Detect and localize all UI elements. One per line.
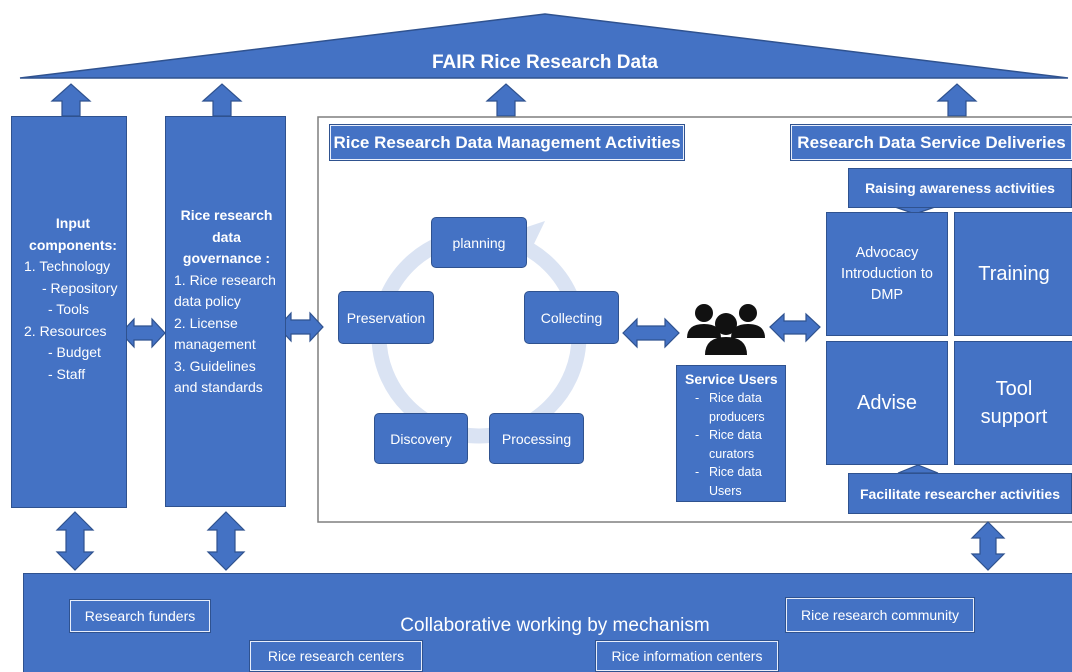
double-arrow-icon: [120, 317, 166, 349]
governance-item: 3. Guidelines and standards: [174, 357, 263, 396]
tile-advocacy: Advocacy Introduction to DMP: [826, 212, 948, 336]
service-user-item: Rice data producers: [695, 389, 781, 426]
cycle-step-preservation: Preservation: [338, 291, 434, 344]
governance-title: Rice research data governance :: [180, 207, 273, 266]
users-group-icon: [687, 304, 765, 355]
service-user-item: Rice data Users: [695, 463, 781, 500]
governance-item: 1. Rice research data policy: [174, 271, 276, 310]
vertical-double-arrow-icon: [206, 511, 246, 571]
double-arrow-icon: [622, 317, 680, 349]
collab-research-funders: Research funders: [69, 599, 211, 633]
input-components-column: Input components: 1. Technology - Reposi…: [11, 116, 127, 508]
input-item: 2. Resources: [24, 322, 107, 339]
input-item: - Budget: [48, 344, 101, 360]
up-arrow-icon: [50, 83, 92, 117]
cycle-step-processing: Processing: [489, 413, 584, 464]
tile-training: Training: [954, 212, 1072, 336]
input-item: - Staff: [48, 365, 86, 382]
raising-awareness-label: Raising awareness activities: [848, 168, 1072, 208]
collab-rice-research-community: Rice research community: [785, 597, 975, 633]
service-user-item: Rice data curators: [695, 426, 781, 463]
up-arrow-icon: [485, 83, 527, 117]
governance-column: Rice research data governance : 1. Rice …: [165, 116, 286, 507]
collab-rice-research-centers: Rice research centers: [249, 640, 423, 672]
service-users-box: Service Users Rice data producers Rice d…: [676, 365, 786, 502]
cycle-step-collecting: Collecting: [524, 291, 619, 344]
input-item: - Repository: [42, 279, 118, 296]
up-arrow-icon: [936, 83, 978, 117]
input-item: - Tools: [48, 301, 89, 317]
facilitate-label: Facilitate researcher activities: [848, 473, 1072, 514]
input-components-title: Input components:: [29, 215, 117, 253]
collab-rice-information-centers: Rice information centers: [595, 640, 779, 672]
collaboration-title: Collaborative working by mechanism: [400, 615, 710, 636]
double-arrow-icon: [769, 312, 821, 343]
cycle-step-planning: planning: [431, 217, 527, 268]
tile-advise: Advise: [826, 341, 948, 465]
input-item: 1. Technology: [24, 258, 111, 274]
up-arrow-icon: [201, 83, 243, 117]
vertical-double-arrow-icon: [970, 521, 1006, 571]
roof-title: FAIR Rice Research Data: [432, 52, 658, 73]
service-users-title: Service Users: [685, 371, 778, 387]
tile-tool-support: Tool support: [954, 341, 1072, 465]
vertical-double-arrow-icon: [55, 511, 95, 571]
callout-pointer: [897, 464, 939, 474]
governance-item: 2. License management: [174, 314, 256, 353]
cycle-step-discovery: Discovery: [374, 413, 468, 464]
activities-title: Rice Research Data Management Activities: [329, 124, 685, 161]
deliveries-title: Research Data Service Deliveries: [790, 124, 1072, 161]
